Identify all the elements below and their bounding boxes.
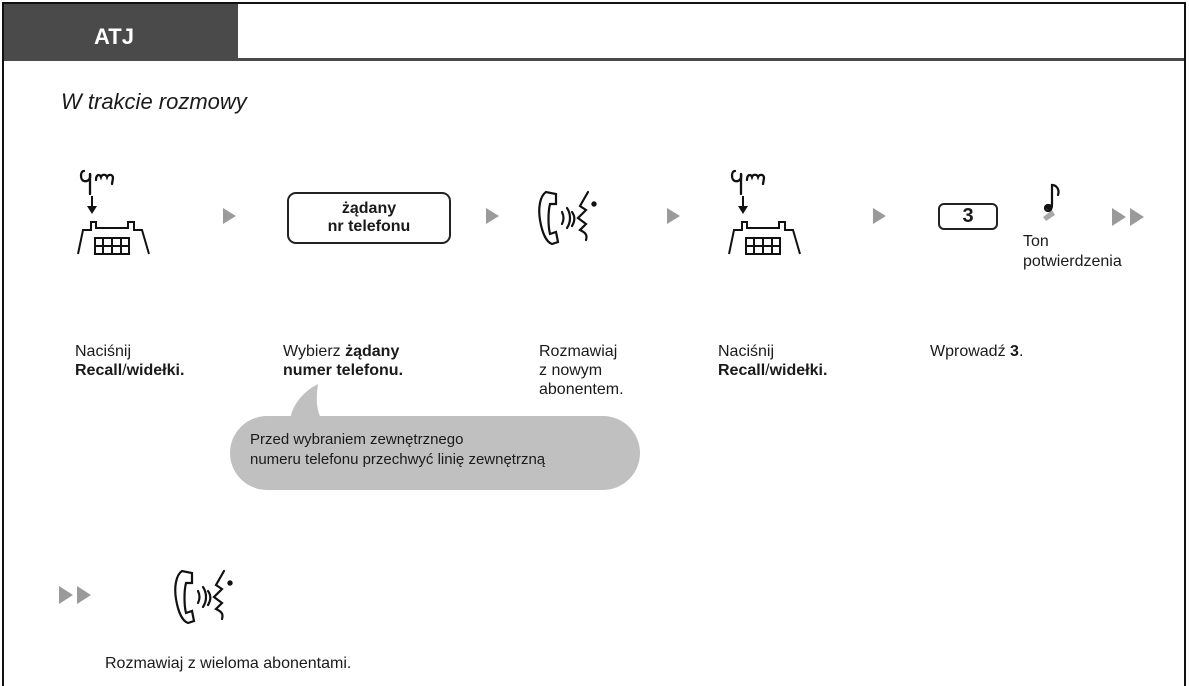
callout-bubble bbox=[230, 384, 640, 490]
hand-pressing-hookswitch-icon bbox=[77, 169, 150, 255]
play-arrow-icon bbox=[667, 208, 680, 224]
fast-forward-icon bbox=[1112, 208, 1144, 226]
fast-forward-icon bbox=[59, 586, 91, 604]
play-arrow-icon bbox=[873, 208, 886, 224]
enter-bold: 3 bbox=[1010, 343, 1019, 360]
talk-line2: z nowym bbox=[539, 362, 603, 379]
page-subtitle: W trakcie rozmowy bbox=[61, 89, 247, 114]
section-tab-label: ATJ bbox=[94, 24, 134, 49]
talk-line1: Rozmawiaj bbox=[539, 343, 618, 360]
hook2-recall: Recall bbox=[718, 362, 766, 379]
step-dial-label: Wybierz żądany numer telefonu. bbox=[283, 342, 403, 380]
hook1-hook: widełki. bbox=[126, 362, 185, 379]
play-arrow-icon bbox=[223, 208, 236, 224]
tone-label-line1: Ton bbox=[1023, 233, 1049, 250]
play-arrow-icon bbox=[486, 208, 499, 224]
handset-talking-icon bbox=[538, 190, 597, 246]
music-note-tone-icon bbox=[1043, 183, 1060, 221]
final-step-label: Rozmawiaj z wieloma abonentami. bbox=[105, 655, 352, 672]
callout-text: Przed wybraniem zewnętrznego numeru tele… bbox=[250, 430, 545, 470]
enter-text: Wprowadź bbox=[930, 343, 1011, 360]
hook1-recall: Recall bbox=[75, 362, 123, 379]
step-hook1-label: Naciśnij Recall/widełki. bbox=[75, 342, 184, 380]
hook1-line1: Naciśnij bbox=[75, 343, 132, 360]
header-rule bbox=[4, 58, 1184, 61]
hook2-line1: Naciśnij bbox=[718, 343, 775, 360]
tone-label-line2: potwierdzenia bbox=[1023, 253, 1122, 270]
callout-line2: numeru telefonu przechwyć linię zewnętrz… bbox=[250, 451, 546, 468]
dial-box-line2: nr telefonu bbox=[327, 218, 411, 235]
dial-number-box: żądany nr telefonu bbox=[287, 192, 451, 244]
dial-text: Wybierz bbox=[283, 343, 346, 360]
step-talk-label: Rozmawiaj z nowym abonentem. bbox=[539, 342, 624, 399]
section-tab: ATJ bbox=[4, 4, 238, 60]
hook2-sep: / bbox=[765, 362, 770, 379]
hook2-hook: widełki. bbox=[769, 362, 828, 379]
enter-tail: . bbox=[1018, 343, 1024, 360]
step-enter-label: Wprowadź 3. bbox=[930, 342, 1023, 361]
handset-talking-icon bbox=[174, 569, 233, 625]
tone-label: Ton potwierdzenia bbox=[1023, 232, 1122, 272]
dial-bold-a: żądany bbox=[345, 343, 400, 360]
talk-line3: abonentem. bbox=[539, 381, 624, 398]
dial-box-line1: żądany bbox=[341, 200, 397, 217]
hand-pressing-hookswitch-icon bbox=[728, 169, 801, 255]
key-3-box: 3 bbox=[938, 203, 998, 230]
callout-line1: Przed wybraniem zewnętrznego bbox=[250, 431, 464, 448]
step-hook2-label: Naciśnij Recall/widełki. bbox=[718, 342, 827, 380]
hook1-sep: / bbox=[122, 362, 127, 379]
dial-bold-b: numer telefonu. bbox=[283, 362, 404, 379]
